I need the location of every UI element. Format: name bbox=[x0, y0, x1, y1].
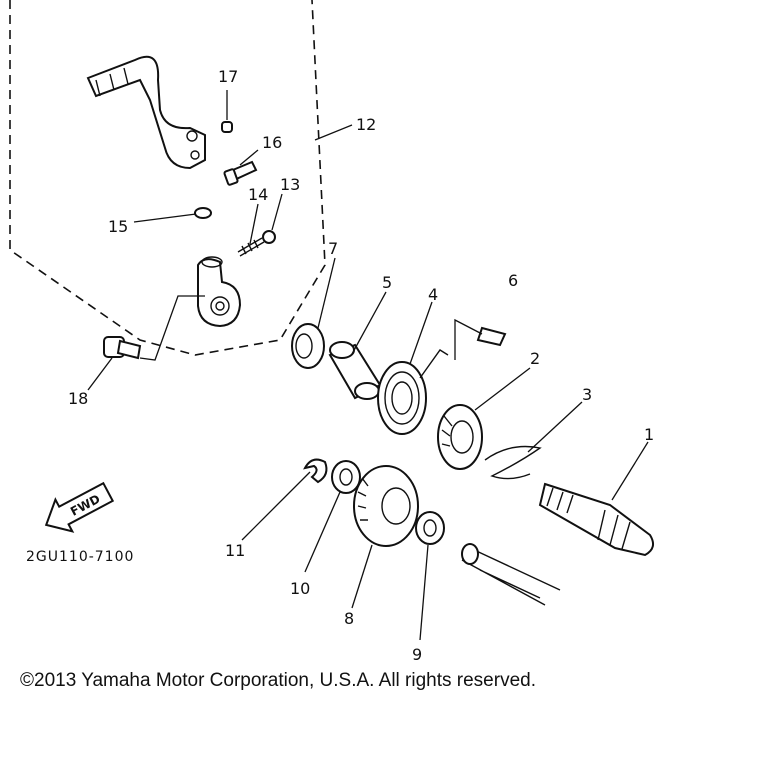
part-1-kick-axle bbox=[538, 482, 655, 557]
leader-2 bbox=[474, 367, 531, 411]
part-4-torsion-spring bbox=[377, 349, 449, 435]
leader-12 bbox=[314, 124, 353, 141]
label-15: 15 bbox=[108, 217, 128, 236]
label-18: 18 bbox=[68, 389, 88, 408]
label-1: 1 bbox=[644, 425, 654, 444]
leader-16 bbox=[239, 149, 259, 166]
diagram-code: 2GU110-7100 bbox=[26, 549, 134, 565]
leader-14 bbox=[249, 203, 259, 245]
part-6-pin bbox=[476, 326, 507, 347]
label-12: 12 bbox=[356, 115, 376, 134]
part-13-ball bbox=[262, 230, 276, 244]
leader-3 bbox=[527, 401, 583, 453]
leader-18-boss bbox=[139, 295, 205, 361]
part-11-circlip bbox=[303, 458, 328, 484]
leader-10 bbox=[304, 491, 341, 573]
label-8: 8 bbox=[344, 609, 354, 628]
part-10-washer bbox=[331, 460, 361, 494]
leader-18 bbox=[87, 357, 113, 391]
label-10: 10 bbox=[290, 579, 310, 598]
part-7-bearing bbox=[291, 323, 325, 369]
kick-lever bbox=[86, 55, 206, 170]
leader-7 bbox=[317, 257, 336, 329]
kick-boss bbox=[197, 256, 242, 328]
part-14-spring bbox=[237, 237, 265, 257]
part-2-ratchet-wheel bbox=[437, 404, 483, 470]
label-6: 6 bbox=[508, 271, 518, 290]
leader-5 bbox=[351, 291, 387, 355]
leader-13 bbox=[271, 193, 283, 231]
leader-11 bbox=[241, 471, 311, 541]
copyright-notice: ©2013 Yamaha Motor Corporation, U.S.A. A… bbox=[20, 670, 536, 691]
assembly-12-boundary bbox=[9, 0, 326, 356]
label-2: 2 bbox=[530, 349, 540, 368]
label-13: 13 bbox=[280, 175, 300, 194]
label-3: 3 bbox=[582, 385, 592, 404]
leader-8 bbox=[351, 544, 373, 609]
leader-9 bbox=[419, 544, 429, 641]
label-5: 5 bbox=[382, 273, 392, 292]
part-17-ball bbox=[221, 121, 233, 133]
part-18-bolt bbox=[103, 336, 142, 360]
part-16-bolt bbox=[223, 160, 258, 186]
part-9-washer bbox=[415, 511, 445, 545]
leader-6 bbox=[454, 318, 483, 360]
label-4: 4 bbox=[428, 285, 438, 304]
part-15-pin bbox=[194, 207, 212, 219]
label-11: 11 bbox=[225, 541, 245, 560]
part-8-kick-idle-gear bbox=[353, 465, 419, 547]
part-3-clip bbox=[484, 445, 542, 480]
label-7: 7 bbox=[328, 239, 338, 258]
label-14: 14 bbox=[248, 185, 268, 204]
leader-15 bbox=[133, 213, 197, 223]
leader-1 bbox=[611, 441, 649, 501]
leader-4 bbox=[409, 301, 433, 365]
label-17: 17 bbox=[218, 67, 238, 86]
fwd-arrow-icon: FWD bbox=[44, 481, 115, 533]
label-9: 9 bbox=[412, 645, 422, 664]
shaft-reference bbox=[461, 543, 561, 606]
label-16: 16 bbox=[262, 133, 282, 152]
part-5-collar bbox=[328, 341, 382, 400]
